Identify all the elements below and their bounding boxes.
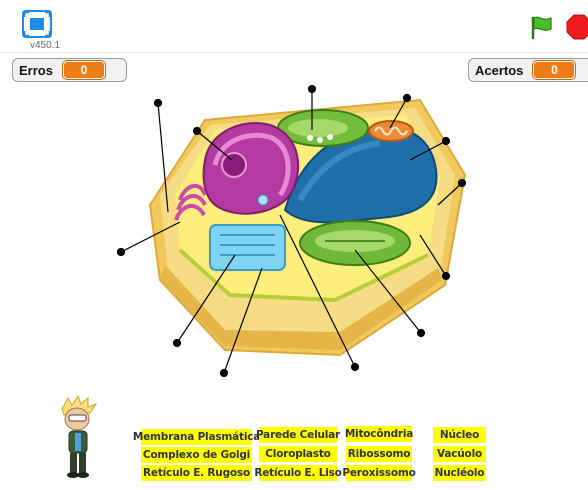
label-membrana-plasmatica[interactable]: Membrana Plasmática	[141, 429, 252, 445]
label-ribossomo[interactable]: Ribossomo	[346, 446, 412, 462]
boy-sprite[interactable]	[54, 395, 102, 480]
label-peroxissomo[interactable]: Peroxissomo	[346, 465, 412, 481]
green-flag-icon[interactable]	[529, 14, 555, 40]
label-reticulo-e-liso[interactable]: Retículo E. Liso	[259, 465, 337, 481]
label-parede-celular[interactable]: Parede Celular	[259, 427, 337, 443]
acertos-label: Acertos	[475, 63, 523, 78]
erros-label: Erros	[19, 63, 53, 78]
label-vacuolo[interactable]: Vacúolo	[433, 446, 486, 462]
label-reticulo-e-rugoso[interactable]: Retículo E. Rugoso	[141, 465, 252, 481]
stop-icon[interactable]	[566, 14, 588, 40]
label-mitocondria[interactable]: Mitocôndria	[346, 426, 412, 442]
label-nucleo[interactable]: Núcleo	[433, 427, 486, 443]
acertos-value: 0	[533, 61, 575, 79]
version-label: v450.1	[30, 40, 60, 51]
label-nucleolo[interactable]: Nucléolo	[433, 465, 486, 481]
label-complexo-de-golgi[interactable]: Complexo de Golgi	[141, 447, 252, 463]
erros-monitor: Erros 0	[12, 58, 127, 82]
plant-cell-diagram	[0, 80, 588, 380]
nucleus	[204, 123, 299, 214]
stage-header: v450.1	[0, 0, 588, 53]
peroxisome	[258, 195, 268, 205]
label-cloroplasto[interactable]: Cloroplasto	[259, 446, 337, 462]
acertos-monitor: Acertos 0	[468, 58, 588, 82]
mitochondrion	[369, 121, 413, 141]
erros-value: 0	[63, 61, 105, 79]
smooth-er	[210, 225, 285, 270]
chloroplast-bottom	[300, 221, 410, 265]
fullscreen-icon[interactable]	[22, 10, 52, 38]
